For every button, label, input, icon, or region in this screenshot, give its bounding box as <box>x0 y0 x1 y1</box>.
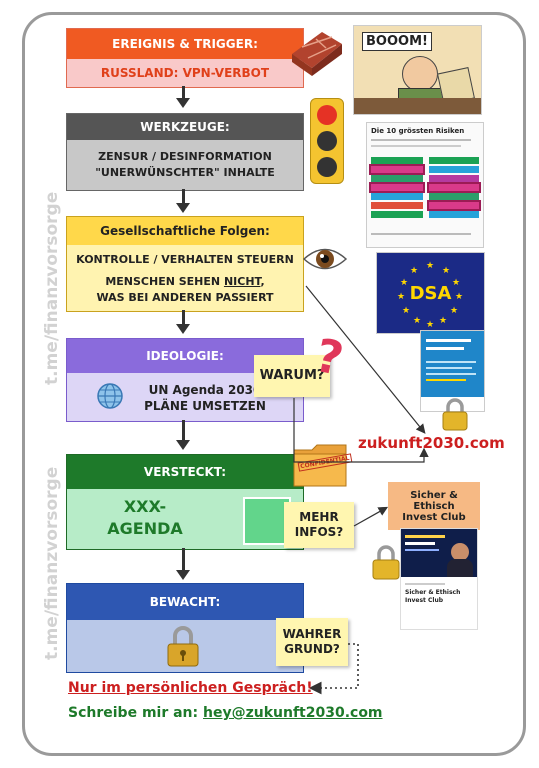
comic-boom-image: BOOOM! <box>353 25 482 115</box>
dsa-label: DSA <box>409 283 452 304</box>
underlined-not: NICHT <box>223 275 261 288</box>
watermark-bottom: t.me/finanzvorsorge <box>42 466 62 660</box>
tools-line-2: "UNERWÜNSCHTER" INHALTE <box>95 166 275 179</box>
svg-text:★: ★ <box>410 266 418 276</box>
flow-arrow-2-head <box>176 203 190 213</box>
club-name-line-1: Sicher & Ethisch <box>410 489 458 512</box>
svg-text:★: ★ <box>450 306 458 316</box>
trigger-title: EREIGNIS & TRIGGER: <box>67 29 303 59</box>
flow-arrow-5 <box>182 548 185 572</box>
guarded-block: BEWACHT: <box>66 583 304 673</box>
ideology-line-2: PLÄNE UMSETZEN <box>144 399 266 413</box>
consequences-line-2: MENSCHEN SEHEN NICHT, <box>105 275 265 288</box>
dsa-image: ★ ★ ★ ★ ★ ★ ★ ★ ★ ★ ★ ★ DSA <box>376 252 485 334</box>
website-link[interactable]: zukunft2030.com <box>356 434 507 452</box>
email-link[interactable]: hey@zukunft2030.com <box>203 705 383 721</box>
svg-text:★: ★ <box>426 261 434 271</box>
true-reason-note: WAHRER GRUND? <box>276 618 348 666</box>
true-reason-line-2: GRUND? <box>284 642 340 656</box>
trigger-subtitle: RUSSLAND: VPN-VERBOT <box>67 59 303 87</box>
club-name-line-2: Invest Club <box>402 511 466 523</box>
globe-icon <box>97 383 123 413</box>
footer-personal-talk: Nur im persönlichen Gespräch! <box>68 680 313 696</box>
flow-arrow-5-head <box>176 570 190 580</box>
tools-title: WERKZEUGE: <box>67 114 303 140</box>
flow-arrow-4-head <box>176 440 190 450</box>
eye-icon <box>302 242 348 280</box>
ideology-line-1: UN Agenda 2030 <box>148 383 262 397</box>
hidden-line-1: XXX- <box>123 497 167 516</box>
padlock-icon-middle <box>370 544 402 584</box>
club-card-image[interactable]: Sicher & Ethisch Invest Club <box>400 528 478 630</box>
padlock-icon-bottom <box>165 624 201 672</box>
svg-text:★: ★ <box>439 316 447 326</box>
svg-text:★: ★ <box>413 316 421 326</box>
flow-arrow-3-head <box>176 324 190 334</box>
consequences-line-3: WAS BEI ANDEREN PASSIERT <box>96 291 274 304</box>
comic-boom-text: BOOOM! <box>362 32 432 51</box>
padlock-icon-top <box>440 397 470 435</box>
guarded-title: BEWACHT: <box>67 584 303 620</box>
hidden-line-2: AGENDA <box>107 519 183 538</box>
hidden-block: VERSTECKT: XXX- AGENDA <box>66 454 304 550</box>
tools-line-1: ZENSUR / DESINFORMATION <box>98 150 272 163</box>
footer-contact: Schreibe mir an: hey@zukunft2030.com <box>68 705 383 721</box>
tools-block: WERKZEUGE: ZENSUR / DESINFORMATION "UNER… <box>66 113 304 191</box>
traffic-light-icon <box>310 98 344 184</box>
confidential-folder-icon: CONFIDENTIAL <box>292 442 353 488</box>
svg-text:★: ★ <box>455 292 463 302</box>
consequences-title: Gesellschaftliche Folgen: <box>67 217 303 245</box>
svg-text:★: ★ <box>400 278 408 288</box>
svg-text:★: ★ <box>402 306 410 316</box>
svg-text:★: ★ <box>452 278 460 288</box>
flow-arrow-3 <box>182 310 185 326</box>
risk-report-image: Die 10 grössten Risiken <box>366 122 484 248</box>
brick-icon <box>288 24 346 76</box>
consequences-line-1: KONTROLLE / VERHALTEN STEUERN <box>76 253 294 266</box>
eu-document-image <box>420 330 485 412</box>
svg-text:★: ★ <box>426 320 434 330</box>
flow-arrow-2 <box>182 189 185 205</box>
flow-arrow-4 <box>182 420 185 442</box>
risk-report-title: Die 10 grössten Risiken <box>371 127 465 135</box>
more-info-line-2: INFOS? <box>294 525 344 539</box>
trigger-block: EREIGNIS & TRIGGER: RUSSLAND: VPN-VERBOT <box>66 28 304 88</box>
flow-arrow-1 <box>182 86 185 100</box>
hidden-title: VERSTECKT: <box>67 455 303 489</box>
watermark-top: t.me/finanzvorsorge <box>42 191 62 385</box>
more-info-note: MEHR INFOS? <box>284 502 354 548</box>
more-info-line-1: MEHR <box>299 510 339 524</box>
svg-text:★: ★ <box>442 266 450 276</box>
true-reason-line-1: WAHRER <box>282 627 342 641</box>
flow-arrow-1-head <box>176 98 190 108</box>
club-card-title: Sicher & Ethisch Invest Club <box>405 589 461 604</box>
consequences-block: Gesellschaftliche Folgen: KONTROLLE / VE… <box>66 216 304 312</box>
club-box[interactable]: Sicher & Ethisch Invest Club <box>388 482 480 530</box>
